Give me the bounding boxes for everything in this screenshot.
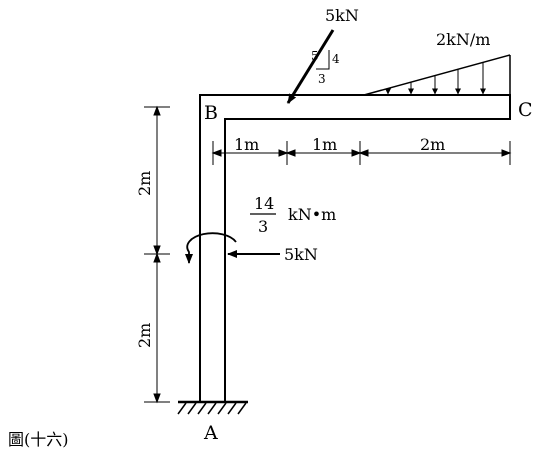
slope-run-label: 3	[318, 72, 326, 86]
point-load-label: 5kN	[325, 6, 359, 25]
moment-arc	[185, 232, 237, 264]
moment-unit: kN•m	[288, 205, 336, 224]
dim-label-col-lower: 2m	[135, 323, 154, 348]
dim-label-beam-3: 2m	[420, 135, 445, 154]
joint-label-a: A	[203, 422, 218, 444]
dim-label-beam-1: 1m	[234, 135, 259, 154]
fixed-support	[177, 400, 248, 415]
horizontal-dimension	[211, 141, 512, 165]
column-load-label: 5kN	[284, 245, 318, 264]
slope-triangle	[316, 50, 330, 70]
vertical-dimension	[144, 105, 170, 404]
moment-denominator: 3	[258, 217, 268, 236]
distributed-load-label: 2kN/m	[436, 30, 490, 49]
moment-numerator: 14	[254, 194, 274, 213]
joint-label-c: C	[518, 99, 533, 121]
dim-label-beam-2: 1m	[312, 135, 337, 154]
dim-label-col-upper: 2m	[135, 171, 154, 196]
inclined-load-arrow	[286, 29, 335, 104]
slope-rise-label: 4	[332, 52, 340, 66]
distributed-load	[363, 54, 511, 96]
figure-caption: 圖(十六)	[8, 430, 69, 449]
joint-label-b: B	[204, 102, 218, 124]
slope-hyp-label: 5	[311, 49, 319, 63]
